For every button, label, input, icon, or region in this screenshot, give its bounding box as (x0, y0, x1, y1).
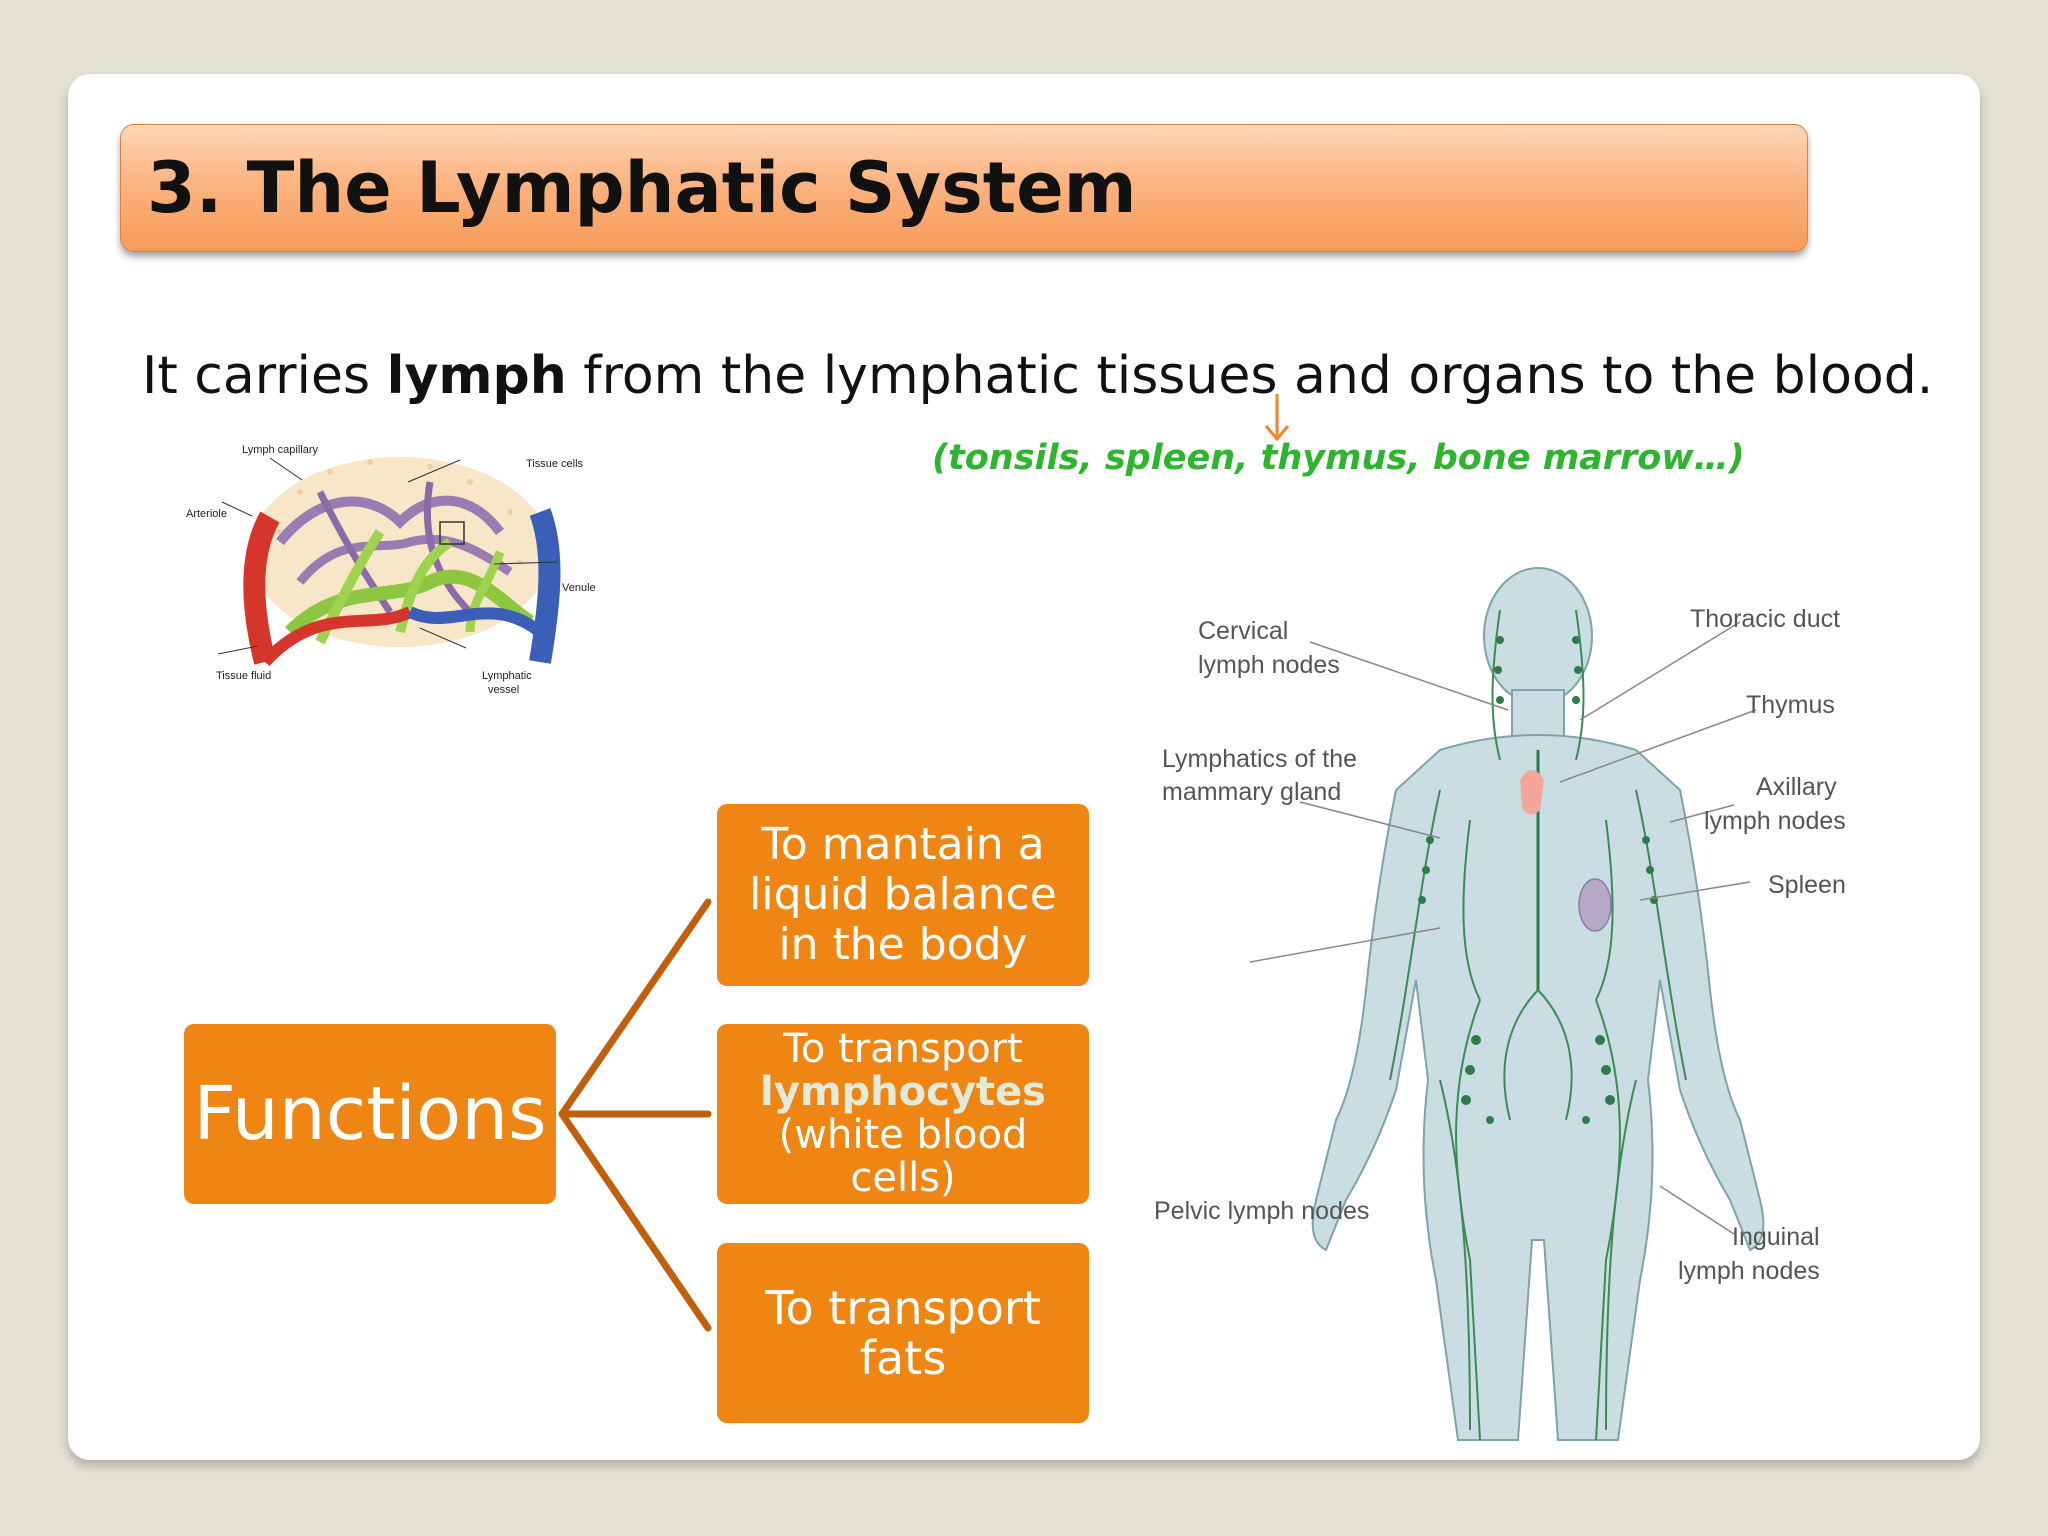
label-inguinal-1: Inguinal (1732, 1223, 1820, 1251)
function-transport-fats: To transport fats (717, 1243, 1089, 1423)
label-thymus: Thymus (1746, 691, 1835, 719)
sentence-part-2: from the lymphatic tissues and organs to… (566, 346, 1934, 406)
function-1-line-3: in the body (778, 919, 1028, 970)
function-3-line-2: fats (859, 1331, 947, 1385)
slide (68, 74, 1980, 1460)
capillary-illustration: Lymph capillary Tissue cells Arteriole V… (170, 432, 630, 712)
label-mammary-2: mammary gland (1162, 778, 1342, 806)
label-cervical-1: Cervical (1198, 617, 1289, 645)
label-cervical-2: lymph nodes (1198, 651, 1340, 679)
title-banner: 3. The Lymphatic System (120, 124, 1808, 252)
function-transport-lymphocytes: To transport lymphocytes (white blood ce… (717, 1024, 1089, 1204)
lymphatic-body-diagram: Cervical lymph nodes Lymphatics of the m… (1140, 560, 1900, 1450)
capillary-drawing (217, 457, 561, 667)
label-spleen: Spleen (1768, 871, 1846, 899)
body-silhouette (1249, 567, 1765, 1441)
function-2-line-1: To transport (783, 1026, 1023, 1072)
function-1-line-2: liquid balance (749, 869, 1057, 920)
label-axillary-1: Axillary (1756, 773, 1837, 801)
sentence-part-1: It carries (142, 346, 387, 406)
label-pelvic: Pelvic lymph nodes (1154, 1197, 1370, 1225)
label-mammary-1: Lymphatics of the (1162, 745, 1358, 773)
function-2-line-3: (white blood (778, 1112, 1028, 1158)
functions-box: Functions (184, 1024, 556, 1204)
organ-examples: (tonsils, spleen, thymus, bone marrow…) (932, 438, 1745, 478)
function-liquid-balance: To mantain a liquid balance in the body (717, 804, 1089, 986)
label-arteriole: Arteriole (186, 508, 227, 520)
function-2-highlight: lymphocytes (760, 1069, 1046, 1115)
down-arrow-icon (1264, 394, 1290, 442)
label-vessel: vessel (488, 684, 520, 696)
label-thoracic-duct: Thoracic duct (1690, 605, 1841, 633)
label-tissue-cells: Tissue cells (526, 458, 584, 470)
function-3-line-1: To transport (765, 1281, 1041, 1335)
function-2-line-4: cells) (850, 1155, 956, 1201)
slide-title: 3. The Lymphatic System (147, 147, 1137, 229)
label-inguinal-2: lymph nodes (1678, 1257, 1820, 1285)
label-axillary-2: lymph nodes (1704, 807, 1846, 835)
label-lymph-capillary: Lymph capillary (242, 444, 319, 456)
label-venule: Venule (562, 582, 596, 594)
function-1-line-1: To mantain a (761, 819, 1045, 870)
label-tissue-fluid: Tissue fluid (216, 670, 272, 682)
sentence-keyword: lymph (386, 346, 567, 406)
label-lymphatic: Lymphatic (482, 670, 532, 682)
functions-label: Functions (193, 1071, 547, 1157)
intro-sentence: It carries lymph from the lymphatic tiss… (142, 346, 1933, 406)
